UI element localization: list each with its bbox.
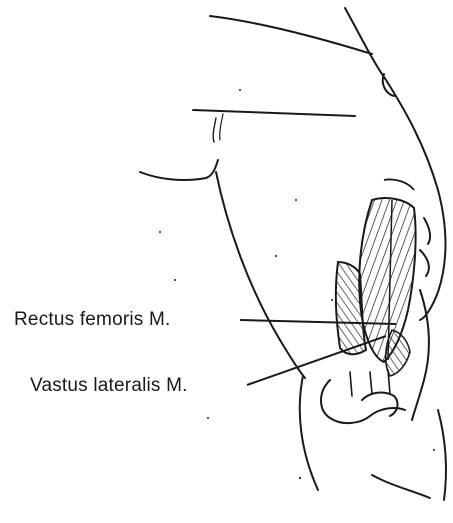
lateral-contour-detail — [420, 250, 429, 276]
waist-cut-line — [193, 110, 355, 116]
lateral-contour-detail — [424, 218, 430, 244]
thigh-front-outline — [140, 160, 218, 180]
vastus-medialis-muscle — [386, 330, 410, 376]
rectus-femoris-muscle — [359, 198, 415, 362]
knee-outline — [321, 380, 405, 423]
skin-detail — [220, 114, 223, 140]
skin-detail — [213, 118, 216, 142]
hip-contour-line — [210, 16, 372, 54]
patella-outline — [362, 393, 397, 416]
lower-leg-outline — [372, 475, 430, 498]
muscle-boundary — [384, 179, 414, 190]
rectus-femoris-label: Rectus femoris M. — [14, 310, 171, 329]
tendon-line — [370, 372, 372, 394]
calf-outline — [438, 410, 446, 500]
thigh-front-long — [216, 172, 305, 378]
lateral-contour — [412, 290, 429, 420]
vastus-lateralis-label: Vastus lateralis M. — [30, 376, 188, 395]
tendon-line — [350, 372, 352, 396]
leg-inner-outline — [300, 376, 318, 490]
vastus-lateralis-leader — [247, 336, 386, 385]
